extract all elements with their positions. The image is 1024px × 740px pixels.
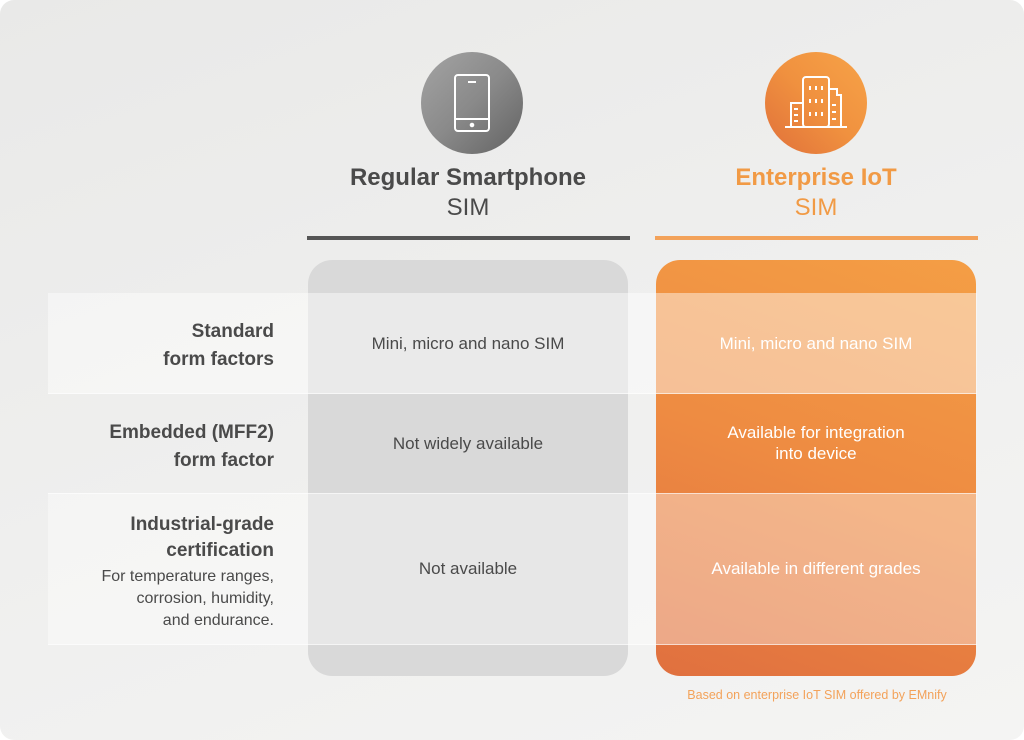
enterprise-column [656,260,976,676]
enterprise-cell-embedded: Available for integration into device [727,423,905,463]
enterprise-divider [655,236,978,240]
regular-cell-embedded: Not widely available [392,433,544,453]
regular-cell-industrial: Not available [418,558,518,578]
enterprise-cell-standard: Mini, micro and nano SIM [719,333,913,353]
row-label-industrial-grade: Industrial-grade certification For tempe… [101,514,274,629]
office-building-icon [785,76,847,128]
enterprise-cell-industrial: Available in different grades [711,558,921,578]
row-label-embedded-form-factor: Embedded (MFF2) form factor [109,422,274,471]
smartphone-icon [454,74,490,132]
regular-sim-title: Regular Smartphone SIM [349,164,587,221]
office-building-icon-badge [765,52,867,154]
row-label-standard-form-factors: Standard form factors [163,321,274,370]
regular-column [308,260,628,676]
smartphone-icon-badge [421,52,523,154]
regular-cell-standard: Mini, micro and nano SIM [371,333,565,353]
footnote: Based on enterprise IoT SIM offered by E… [687,688,947,702]
row-highlight-1 [48,293,977,394]
regular-divider [307,236,630,240]
row-highlight-3 [48,493,977,645]
enterprise-sim-title: Enterprise IoT SIM [735,164,897,221]
